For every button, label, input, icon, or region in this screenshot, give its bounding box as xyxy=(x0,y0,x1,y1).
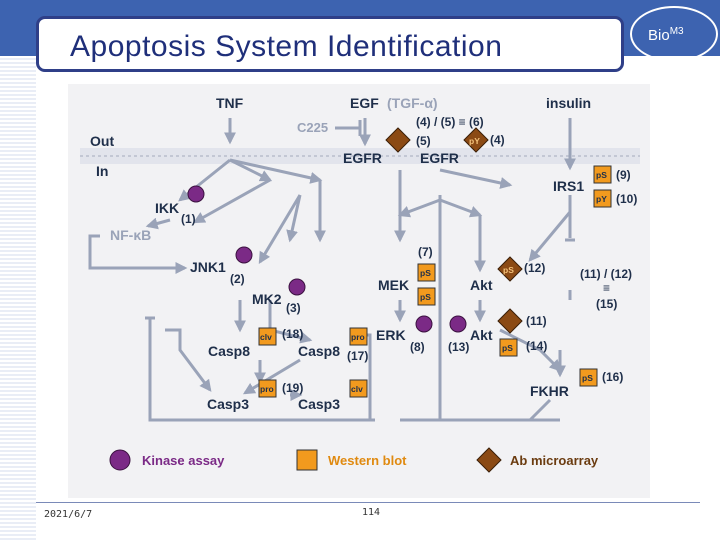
ref-18: (18) xyxy=(282,327,303,341)
tag-ps-1: pS xyxy=(596,170,607,180)
brand-logo: BioM3 xyxy=(648,26,684,44)
title-box xyxy=(36,16,624,72)
ref-4: (4) xyxy=(490,133,505,147)
kinase-ikk xyxy=(187,185,205,203)
ref-16: (16) xyxy=(602,370,623,384)
ref-5: (5) xyxy=(416,134,431,148)
ref-egf: (4) / (5) ≡ (6) xyxy=(416,115,484,129)
legend-kinase-label: Kinase assay xyxy=(142,453,225,468)
antibody-markers: pY pS xyxy=(385,127,523,334)
western-casp8-clv xyxy=(258,327,277,346)
edges xyxy=(88,118,576,422)
footer-date: 2021/6/7 xyxy=(44,509,93,520)
legend-western-icon xyxy=(296,449,318,471)
western-mek-ps-1 xyxy=(417,263,436,282)
node-egfr-2: EGFR xyxy=(420,150,459,166)
node-casp8-b: Casp8 xyxy=(298,343,340,359)
tag-py-ab: pY xyxy=(469,136,480,146)
ref-3: (3) xyxy=(286,301,301,315)
ref-1: (1) xyxy=(181,212,196,226)
node-tnf: TNF xyxy=(216,95,244,111)
compartment-out: Out xyxy=(90,133,114,149)
western-fkhr-ps xyxy=(579,368,598,387)
tag-clv-1: clv xyxy=(260,332,272,342)
node-mek: MEK xyxy=(378,277,409,293)
page-number: 114 xyxy=(362,507,381,518)
western-casp3-pro xyxy=(258,379,277,398)
node-casp3-a: Casp3 xyxy=(207,396,249,412)
tag-ps-2: pS xyxy=(420,268,431,278)
ref-10: (10) xyxy=(616,192,637,206)
node-nfkb: NF-κB xyxy=(110,227,151,243)
tag-ps-4: pS xyxy=(502,343,513,353)
ref-15: (15) xyxy=(596,297,617,311)
brand-sup: M3 xyxy=(669,26,684,37)
node-irs1: IRS1 xyxy=(553,178,584,194)
node-ikk: IKK xyxy=(155,200,179,216)
ref-11: (11) xyxy=(526,314,547,328)
western-irs1-ps xyxy=(593,165,612,184)
tag-ps-3: pS xyxy=(420,292,431,302)
tag-ps-ab: pS xyxy=(503,265,514,275)
ab-akt-2 xyxy=(497,308,523,334)
ref-9: (9) xyxy=(616,168,631,182)
node-casp8-a: Casp8 xyxy=(208,343,250,359)
ref-7: (7) xyxy=(418,245,433,259)
western-akt-ps xyxy=(499,338,518,357)
western-casp8-pro xyxy=(349,327,368,346)
western-casp3-clv xyxy=(349,379,368,398)
ref-equiv: ≡ xyxy=(603,281,610,295)
node-akt-2: Akt xyxy=(470,327,493,343)
ref-8: (8) xyxy=(410,340,425,354)
ref-13: (13) xyxy=(448,340,469,354)
node-mk2: MK2 xyxy=(252,291,282,307)
compartment-in: In xyxy=(96,163,108,179)
node-erk: ERK xyxy=(376,327,406,343)
node-casp3-b: Casp3 xyxy=(298,396,340,412)
legend-antibody-icon xyxy=(476,447,502,473)
ref-2: (2) xyxy=(230,272,245,286)
legend-western-label: Western blot xyxy=(328,453,407,468)
membrane xyxy=(80,148,640,164)
ref-12: (12) xyxy=(524,261,545,275)
node-jnk1: JNK1 xyxy=(190,259,226,275)
tag-clv-2: clv xyxy=(351,384,363,394)
brand-logo-ring xyxy=(630,6,718,62)
kinase-markers xyxy=(187,185,467,333)
legend-antibody-label: Ab microarray xyxy=(510,453,599,468)
tag-pro-2: pro xyxy=(260,384,274,394)
slide-title: Apoptosis System Identification xyxy=(70,30,503,63)
tag-py-1: pY xyxy=(596,194,607,204)
ab-egfr xyxy=(385,127,411,153)
node-c225: C225 xyxy=(297,120,328,135)
legend-kinase-icon xyxy=(109,449,131,471)
western-mek-ps-2 xyxy=(417,287,436,306)
kinase-erk xyxy=(415,315,433,333)
node-egfr-1: EGFR xyxy=(343,150,382,166)
ab-egfr-py xyxy=(463,127,489,153)
left-decor-band xyxy=(0,0,36,540)
brand-text: Bio xyxy=(648,27,670,44)
ref-11-12: (11) / (12) xyxy=(580,267,632,281)
node-tgf: (TGF-α) xyxy=(387,95,438,111)
node-fkhr: FKHR xyxy=(530,383,569,399)
ref-14: (14) xyxy=(526,339,547,353)
western-irs1-py xyxy=(593,189,612,208)
kinase-akt xyxy=(449,315,467,333)
western-markers: pS pY pS pS pS pS clv pro pro clv xyxy=(258,165,612,398)
tag-ps-5: pS xyxy=(582,373,593,383)
tag-pro-1: pro xyxy=(351,332,365,342)
node-insulin: insulin xyxy=(546,95,591,111)
kinase-mk2 xyxy=(288,278,306,296)
footer-divider xyxy=(36,502,700,503)
ref-17: (17) xyxy=(347,349,368,363)
node-akt-1: Akt xyxy=(470,277,493,293)
node-egf: EGF xyxy=(350,95,379,111)
ref-19: (19) xyxy=(282,381,303,395)
ab-akt-ps xyxy=(497,256,523,282)
kinase-jnk1 xyxy=(235,246,253,264)
